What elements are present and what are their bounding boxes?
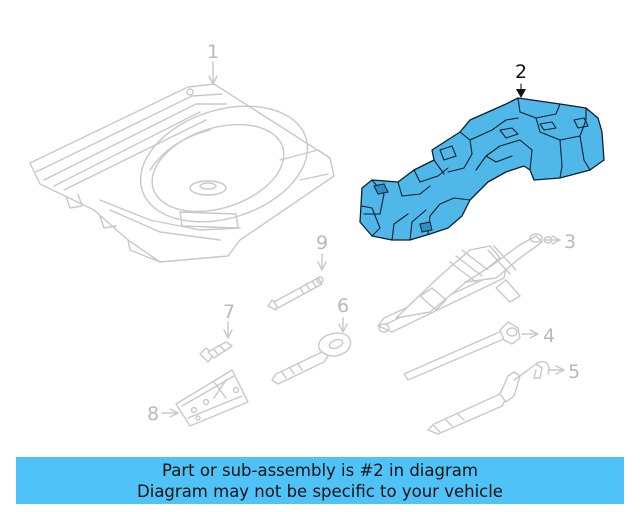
part-9-stud — [267, 253, 327, 311]
part-5-jack-handle — [427, 360, 565, 435]
callout-9: 9 — [316, 232, 328, 254]
callout-4: 4 — [543, 325, 555, 347]
part-3-scissor-jack — [377, 233, 561, 333]
callout-5: 5 — [568, 361, 580, 383]
part-8-bracket — [161, 369, 249, 427]
callout-1: 1 — [207, 41, 219, 63]
part-7-bolt — [199, 321, 233, 363]
callout-7: 7 — [223, 301, 235, 323]
callout-6: 6 — [337, 295, 349, 317]
part-2-tool-tray[interactable] — [359, 83, 605, 241]
part-4-lug-wrench — [403, 321, 539, 381]
callout-3: 3 — [564, 231, 576, 253]
banner-line-1: Part or sub-assembly is #2 in diagram — [162, 460, 478, 480]
banner-line-2: Diagram may not be specific to your vehi… — [137, 481, 503, 501]
info-banner: Part or sub-assembly is #2 in diagram Di… — [16, 457, 624, 504]
part-1-floor-pan — [29, 61, 335, 263]
callout-2[interactable]: 2 — [515, 61, 527, 83]
callout-8: 8 — [147, 403, 159, 425]
part-6-tow-hook — [271, 317, 352, 385]
